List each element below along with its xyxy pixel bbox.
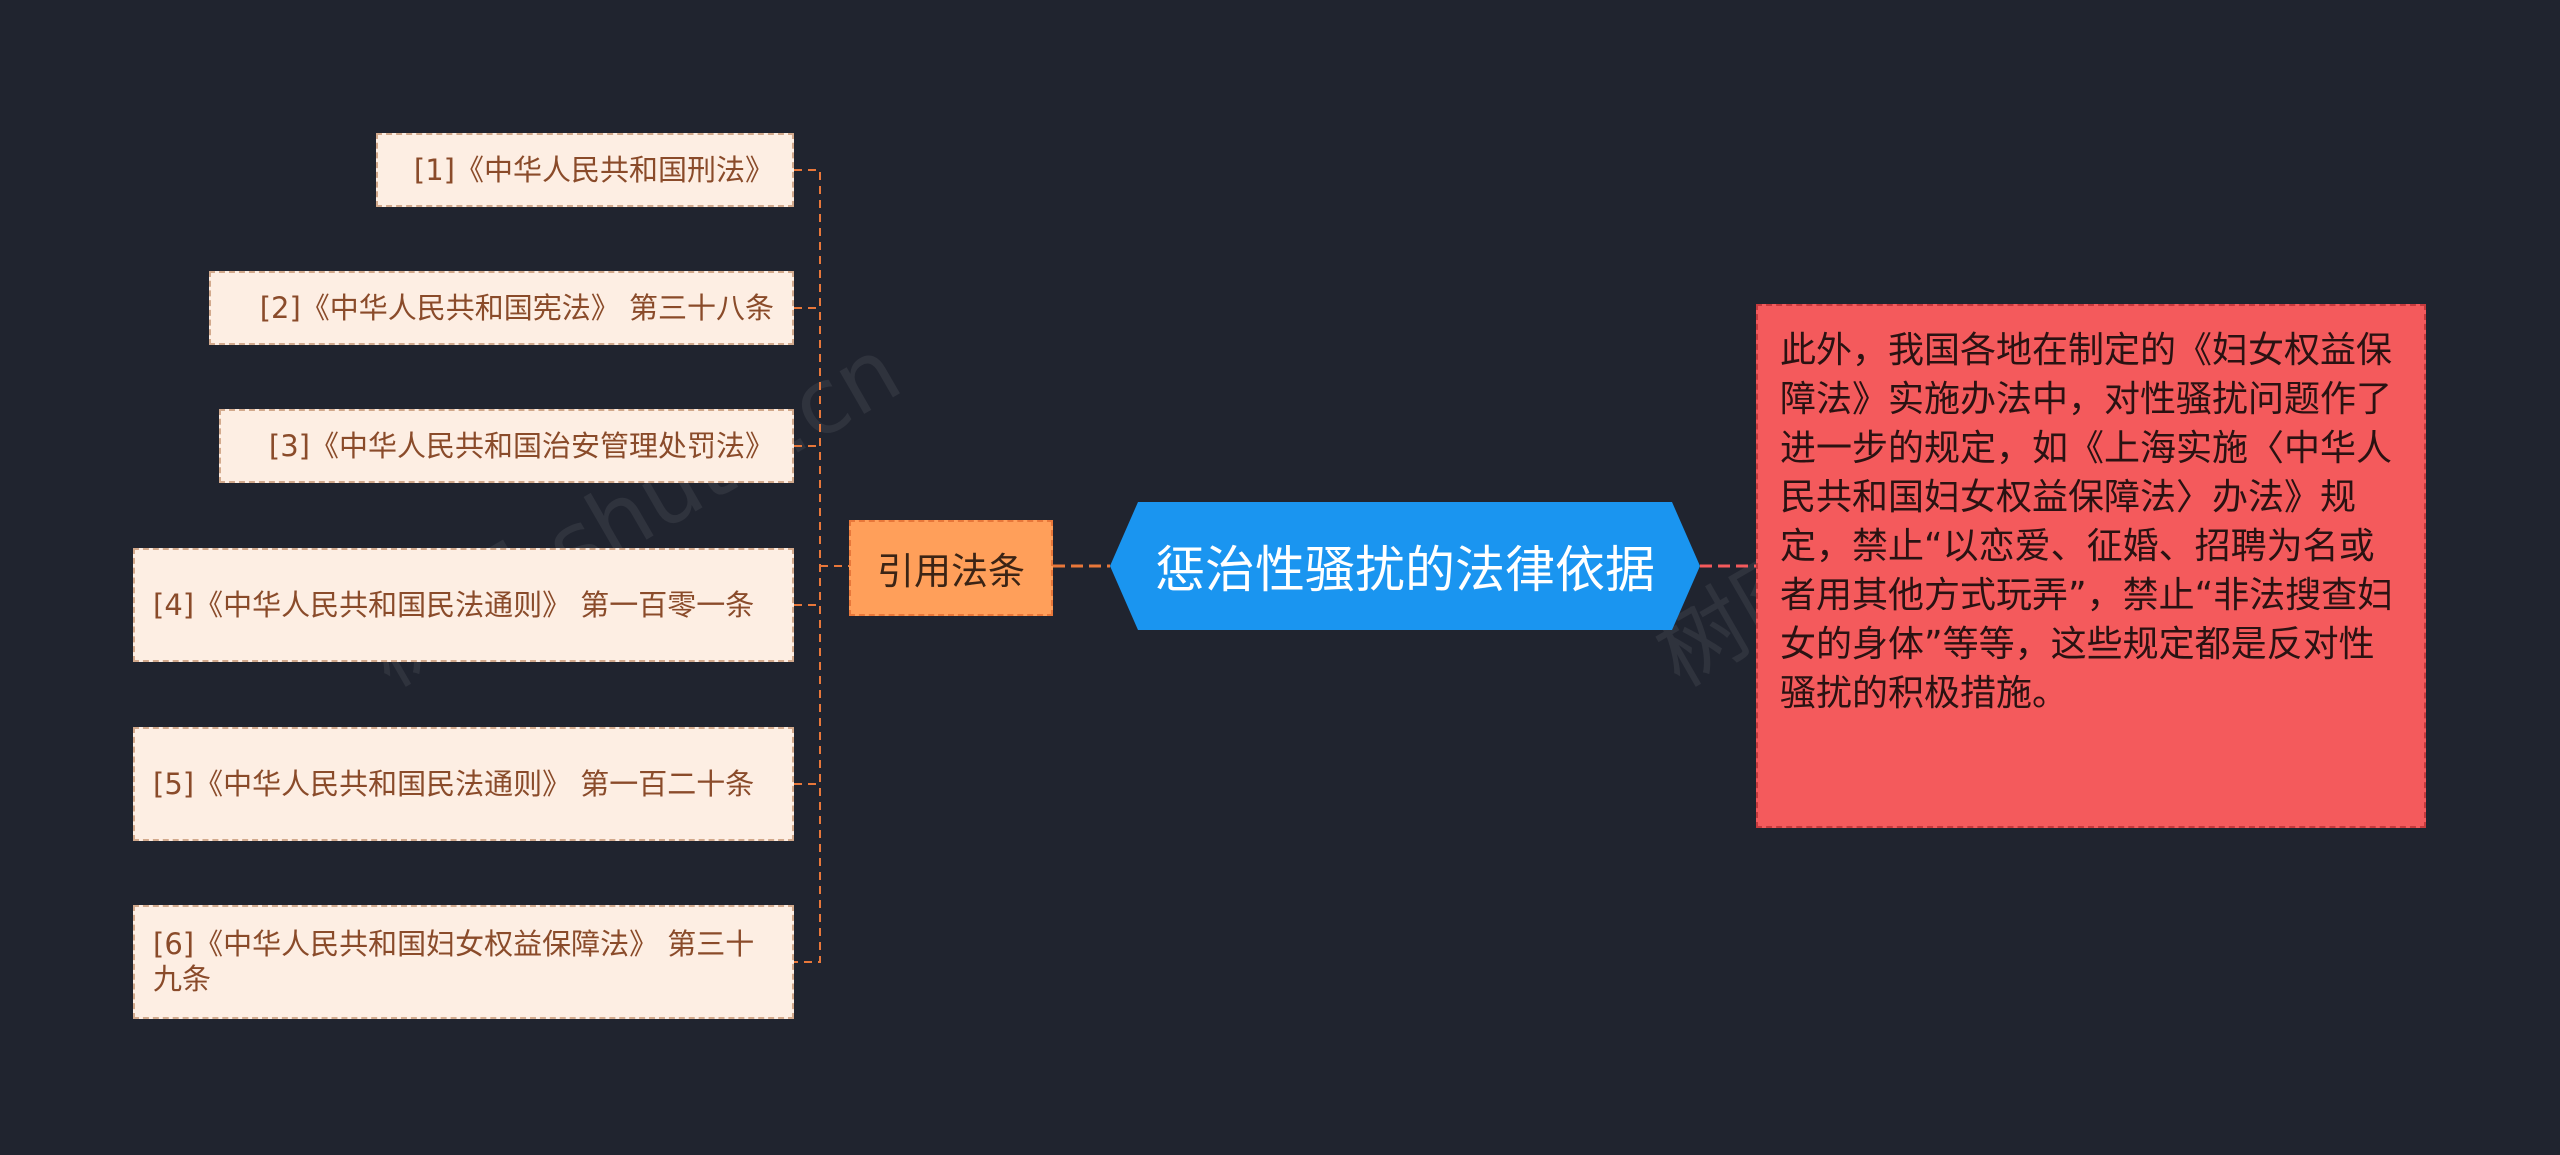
law-item-label: [5]《中华人民共和国民法通则》 第一百二十条	[153, 766, 755, 801]
law-item-2[interactable]: [2]《中华人民共和国宪法》 第三十八条	[209, 271, 794, 345]
law-item-3[interactable]: [3]《中华人民共和国治安管理处罚法》	[219, 409, 794, 483]
central-topic-title: 惩治性骚扰的法律依据	[1155, 541, 1655, 599]
law-item-label: [4]《中华人民共和国民法通则》 第一百零一条	[153, 587, 755, 622]
law-item-1[interactable]: [1]《中华人民共和国刑法》	[376, 133, 794, 207]
law-item-4[interactable]: [4]《中华人民共和国民法通则》 第一百零一条	[133, 548, 794, 662]
branch-node-cited-laws[interactable]: 引用法条	[849, 520, 1053, 616]
law-item-6[interactable]: [6]《中华人民共和国妇女权益保障法》 第三十九条	[133, 905, 794, 1019]
law-item-label: [3]《中华人民共和国治安管理处罚法》	[268, 428, 774, 463]
law-item-label: [2]《中华人民共和国宪法》 第三十八条	[259, 290, 774, 325]
law-item-label: [6]《中华人民共和国妇女权益保障法》 第三十九条	[153, 927, 755, 996]
branch-label: 引用法条	[877, 550, 1025, 593]
central-hexagon-shape	[1110, 502, 1700, 630]
note-text: 此外，我国各地在制定的《妇女权益保障法》实施办法中，对性骚扰问题作了进一步的规定…	[1780, 330, 2394, 714]
connector-bracket	[794, 169, 821, 963]
law-item-5[interactable]: [5]《中华人民共和国民法通则》 第一百二十条	[133, 727, 794, 841]
central-topic-node[interactable]: 惩治性骚扰的法律依据	[1110, 502, 1700, 630]
law-item-label: [1]《中华人民共和国刑法》	[413, 152, 774, 187]
note-node[interactable]: 此外，我国各地在制定的《妇女权益保障法》实施办法中，对性骚扰问题作了进一步的规定…	[1756, 304, 2426, 828]
